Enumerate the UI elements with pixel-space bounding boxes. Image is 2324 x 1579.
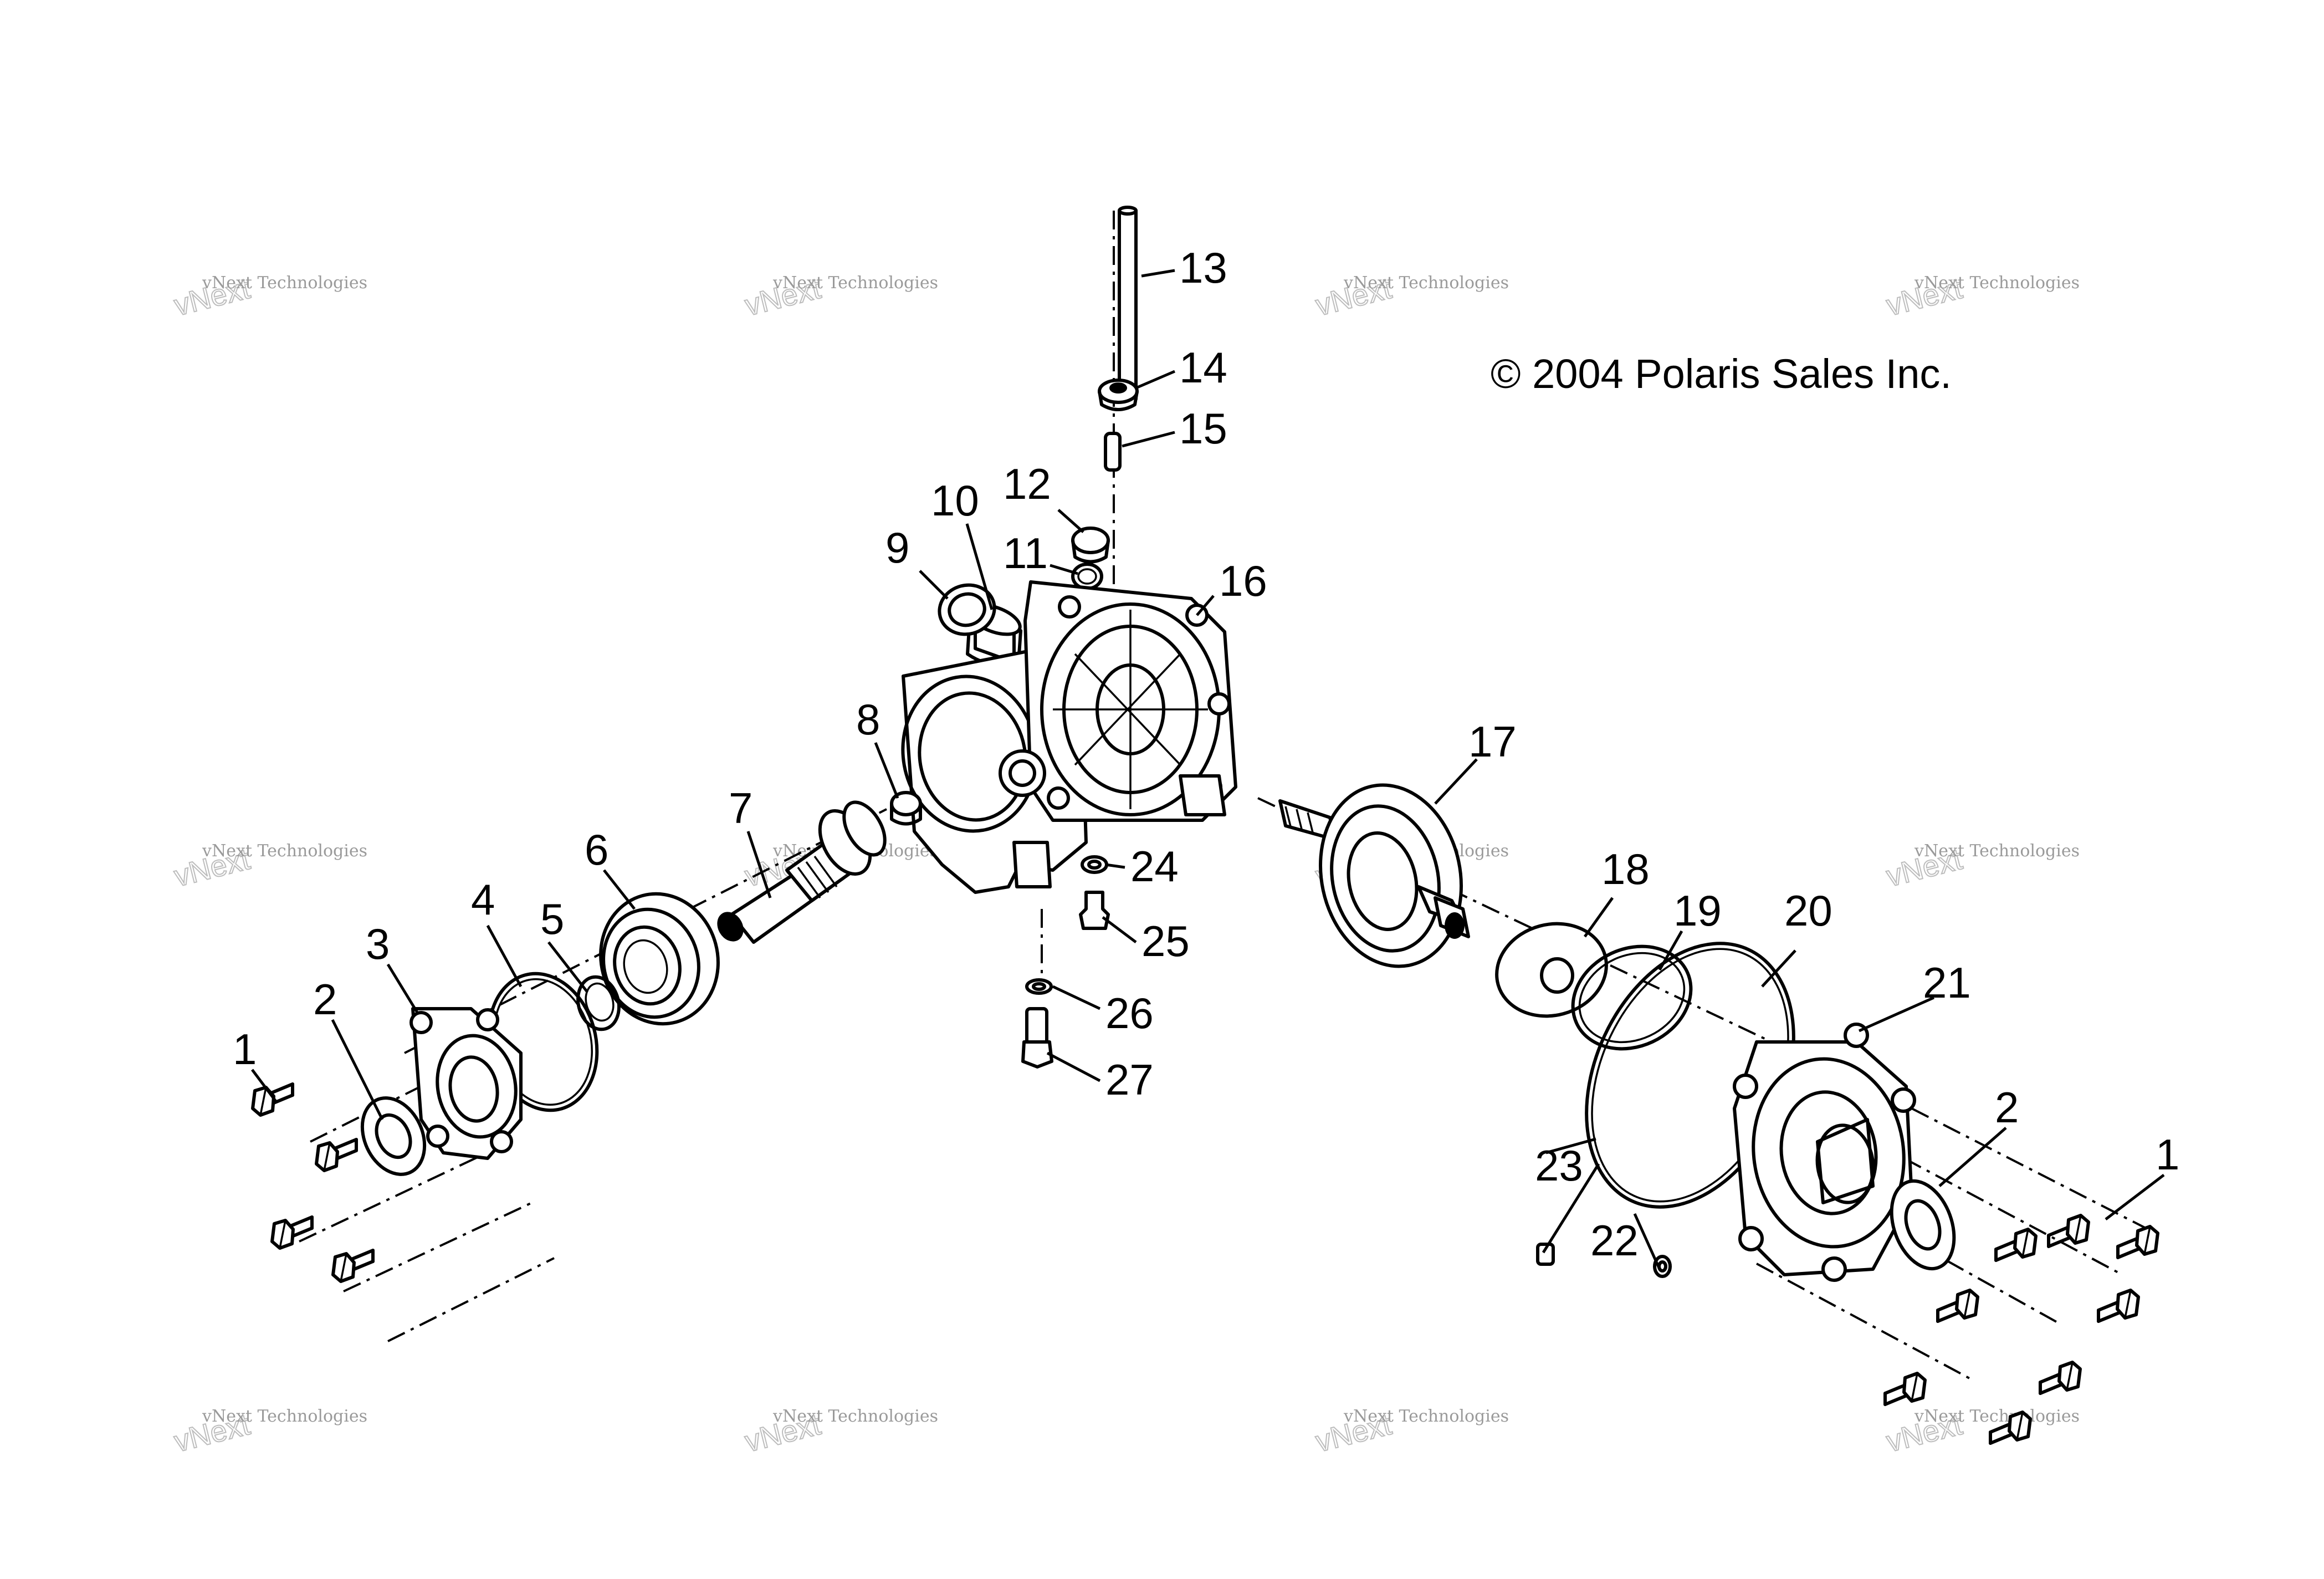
part-3-left-cover xyxy=(409,1007,523,1160)
part-15-vent-pin xyxy=(1104,432,1122,472)
watermark: vNext Technologies xyxy=(202,841,367,861)
watermark: vNext Technologies xyxy=(772,1407,938,1426)
callout-24: 24 xyxy=(1130,842,1179,891)
callout-10: 10 xyxy=(931,476,979,525)
part-2-left-seal xyxy=(360,1096,427,1176)
callout-21: 21 xyxy=(1923,958,1971,1007)
callout-2-right: 2 xyxy=(1995,1083,2019,1132)
part-1-left-bolts xyxy=(253,1084,373,1281)
callout-1-right: 1 xyxy=(2156,1130,2179,1179)
watermark-grid: vNext vNext Technologies vNext vNext Tec… xyxy=(170,271,2080,1459)
callout-11: 11 xyxy=(1003,529,1048,578)
watermark: vNext Technologies xyxy=(1343,1407,1509,1426)
watermark: vNext Technologies xyxy=(202,273,367,293)
callout-labels: 13 14 15 12 11 10 9 16 8 7 6 5 4 3 2 1 2… xyxy=(233,243,2179,1265)
part-22-washer xyxy=(1653,1255,1672,1278)
part-8-dowel-pin xyxy=(890,791,922,826)
part-9-seal xyxy=(938,583,996,636)
part-7-pinion-shaft xyxy=(717,800,887,944)
watermark-row-3: vNext vNext Technologies vNext vNext Tec… xyxy=(170,1407,2080,1459)
part-26-washer xyxy=(1025,978,1053,995)
part-17-ring-gear xyxy=(1278,783,1470,968)
watermark: vNext Technologies xyxy=(1343,273,1509,293)
callout-15: 15 xyxy=(1179,404,1227,453)
part-27-bolt xyxy=(1021,1007,1053,1069)
callout-27: 27 xyxy=(1105,1055,1154,1104)
part-14-fitting xyxy=(1098,379,1139,411)
watermark-row-2: vNext vNext Technologies vNext vNext Tec… xyxy=(170,841,2080,894)
part-21-right-cover xyxy=(1733,1023,1919,1282)
callout-12: 12 xyxy=(1003,459,1051,508)
callout-2-left: 2 xyxy=(313,975,337,1024)
part-18-bearing xyxy=(1495,922,1608,1018)
watermark-row-1: vNext vNext Technologies vNext vNext Tec… xyxy=(170,271,2080,323)
part-6-bearing xyxy=(599,892,720,1026)
watermark: vNext Technologies xyxy=(1914,841,2080,861)
callout-5: 5 xyxy=(540,895,564,943)
callout-8: 8 xyxy=(856,695,880,744)
callout-18: 18 xyxy=(1601,845,1650,893)
part-19-shim xyxy=(1571,944,1693,1051)
callout-17: 17 xyxy=(1468,717,1517,766)
callout-22: 22 xyxy=(1590,1216,1639,1265)
callout-23: 23 xyxy=(1535,1141,1583,1190)
part-16-gearcase-housing xyxy=(901,580,1237,894)
watermark: vNext Technologies xyxy=(1914,1407,2080,1426)
callout-6: 6 xyxy=(585,825,608,874)
part-25-drain-plug xyxy=(1079,891,1110,930)
callout-20: 20 xyxy=(1784,886,1832,935)
copyright-notice: © 2004 Polaris Sales Inc. xyxy=(1491,351,1952,397)
watermark: vNext Technologies xyxy=(772,273,938,293)
part-13-vent-tube xyxy=(1118,206,1138,401)
callout-25: 25 xyxy=(1141,917,1190,965)
watermark: vNext Technologies xyxy=(202,1407,367,1426)
part-11-o-ring xyxy=(1071,563,1103,590)
callout-7: 7 xyxy=(729,784,753,832)
callout-1-left: 1 xyxy=(233,1025,257,1074)
callout-14: 14 xyxy=(1179,343,1227,392)
callout-9: 9 xyxy=(885,523,909,572)
part-24-washer xyxy=(1081,855,1108,874)
leader-lines xyxy=(251,269,2165,1270)
callout-3: 3 xyxy=(366,919,390,968)
callout-19: 19 xyxy=(1673,886,1722,935)
part-2-right-seal xyxy=(1890,1179,1956,1271)
watermark: vNext Technologies xyxy=(1914,273,2080,293)
callout-26: 26 xyxy=(1105,989,1154,1038)
callout-13: 13 xyxy=(1179,243,1227,292)
callout-16: 16 xyxy=(1219,556,1267,605)
part-12-plug xyxy=(1071,527,1110,564)
callout-4: 4 xyxy=(471,875,495,924)
part-23-pin xyxy=(1536,1243,1555,1266)
